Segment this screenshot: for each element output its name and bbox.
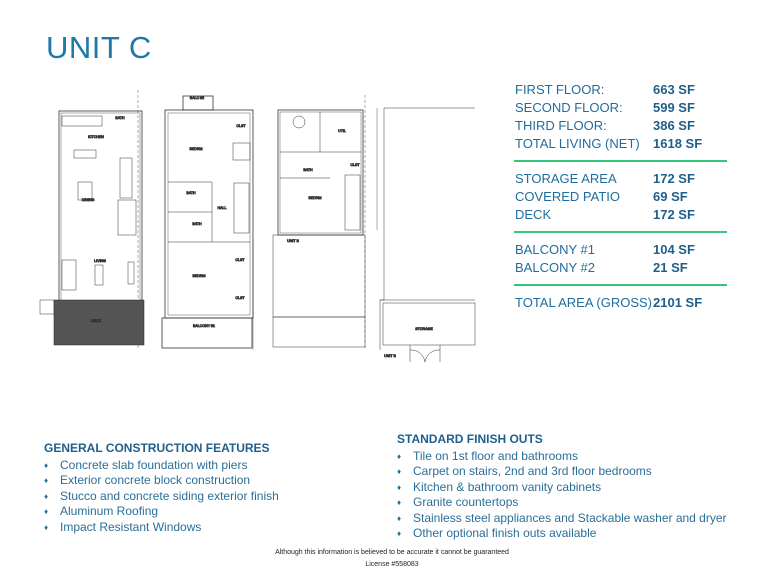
license-number: License #558083 (365, 561, 419, 568)
general-construction-section: GENERAL CONSTRUCTION FEATURES ♦Concrete … (44, 441, 279, 535)
room-label: KITCHEN (88, 135, 104, 139)
list-item: ♦Tile on 1st floor and bathrooms (397, 449, 578, 463)
area-row: TOTAL LIVING (NET)1618 SF (515, 136, 703, 151)
list-item: ♦Stucco and concrete siding exterior fin… (44, 488, 279, 503)
room-label: BATH (192, 222, 202, 226)
bullet-icon: ♦ (44, 476, 49, 486)
list-item: ♦Kitchen & bathroom vanity cabinets (397, 479, 602, 494)
area-row: SECOND FLOOR:599 SF (515, 100, 695, 115)
bullet-icon: ♦ (44, 491, 49, 501)
second-floor-plan: BALC #2 BEDRM CLST BATH BATH HALL CLST B… (161, 95, 254, 350)
room-label: STORAGE (415, 327, 433, 331)
room-label: CLST (235, 258, 245, 262)
room-label: UNIT B (384, 354, 396, 358)
room-label: BEDRM (309, 196, 322, 200)
page-title: UNIT C (46, 30, 152, 65)
room-label: BATH (303, 168, 313, 172)
bullet-icon: ♦ (397, 452, 402, 461)
first-floor-plan: KITCHEN BATH DINING LIVING DECK (39, 90, 145, 350)
room-label: LIVING (94, 259, 106, 263)
disclaimer: Although this information is believed to… (275, 549, 509, 556)
list-item: ♦Stainless steel appliances and Stackabl… (397, 510, 727, 525)
storage-plan: STORAGE UNIT B (376, 107, 476, 363)
divider (514, 284, 727, 286)
bullet-icon: ♦ (397, 498, 402, 508)
section-heading: GENERAL CONSTRUCTION FEATURES (44, 441, 270, 455)
list-item: ♦Concrete slab foundation with piers (44, 458, 248, 472)
deck-hatching (53, 299, 145, 346)
room-label: HALL (218, 206, 227, 210)
room-label: CLST (350, 163, 360, 167)
room-label: UTIL (338, 129, 346, 133)
list-item: ♦Other optional finish outs available (397, 525, 597, 540)
room-label: CLST (235, 296, 245, 300)
room-label: BEDRM (193, 274, 206, 278)
room-label: CLST (236, 124, 246, 128)
room-label: BALC #2 (190, 96, 204, 100)
bullet-icon: ♦ (397, 528, 402, 538)
bullet-icon: ♦ (44, 507, 49, 517)
room-label: UNIT B (287, 239, 299, 243)
list-item: ♦Carpet on stairs, 2nd and 3rd floor bed… (397, 464, 652, 479)
list-item: ♦Aluminum Roofing (44, 504, 159, 519)
divider (514, 231, 727, 233)
third-floor-plan: UTIL BATH CLST BEDRM UNIT B (272, 95, 366, 350)
divider (514, 160, 727, 162)
room-label: DINING (82, 198, 95, 202)
bullet-icon: ♦ (397, 482, 402, 492)
area-row: TOTAL AREA (GROSS)2101 SF (515, 295, 703, 310)
area-row: THIRD FLOOR:386 SF (515, 118, 695, 133)
room-label: BEDRM (190, 147, 203, 151)
list-item: ♦Impact Resistant Windows (44, 519, 202, 534)
section-heading: STANDARD FINISH OUTS (397, 432, 543, 446)
list-item: ♦Exterior concrete block construction (44, 473, 251, 488)
bullet-icon: ♦ (397, 513, 402, 523)
bullet-icon: ♦ (397, 467, 402, 477)
bullet-icon: ♦ (44, 461, 49, 470)
room-label: BATH (115, 116, 125, 120)
bullet-icon: ♦ (44, 522, 49, 532)
list-item: ♦Granite countertops (397, 495, 519, 510)
room-label: BALCONY #1 (193, 324, 215, 328)
standard-finish-section: STANDARD FINISH OUTS ♦Tile on 1st floor … (397, 432, 727, 541)
area-summary: FIRST FLOOR:663 SF SECOND FLOOR:599 SF T… (514, 81, 727, 312)
room-label: DECK (91, 319, 102, 323)
area-row: FIRST FLOOR:663 SF (515, 82, 695, 97)
room-label: BATH (186, 191, 196, 195)
